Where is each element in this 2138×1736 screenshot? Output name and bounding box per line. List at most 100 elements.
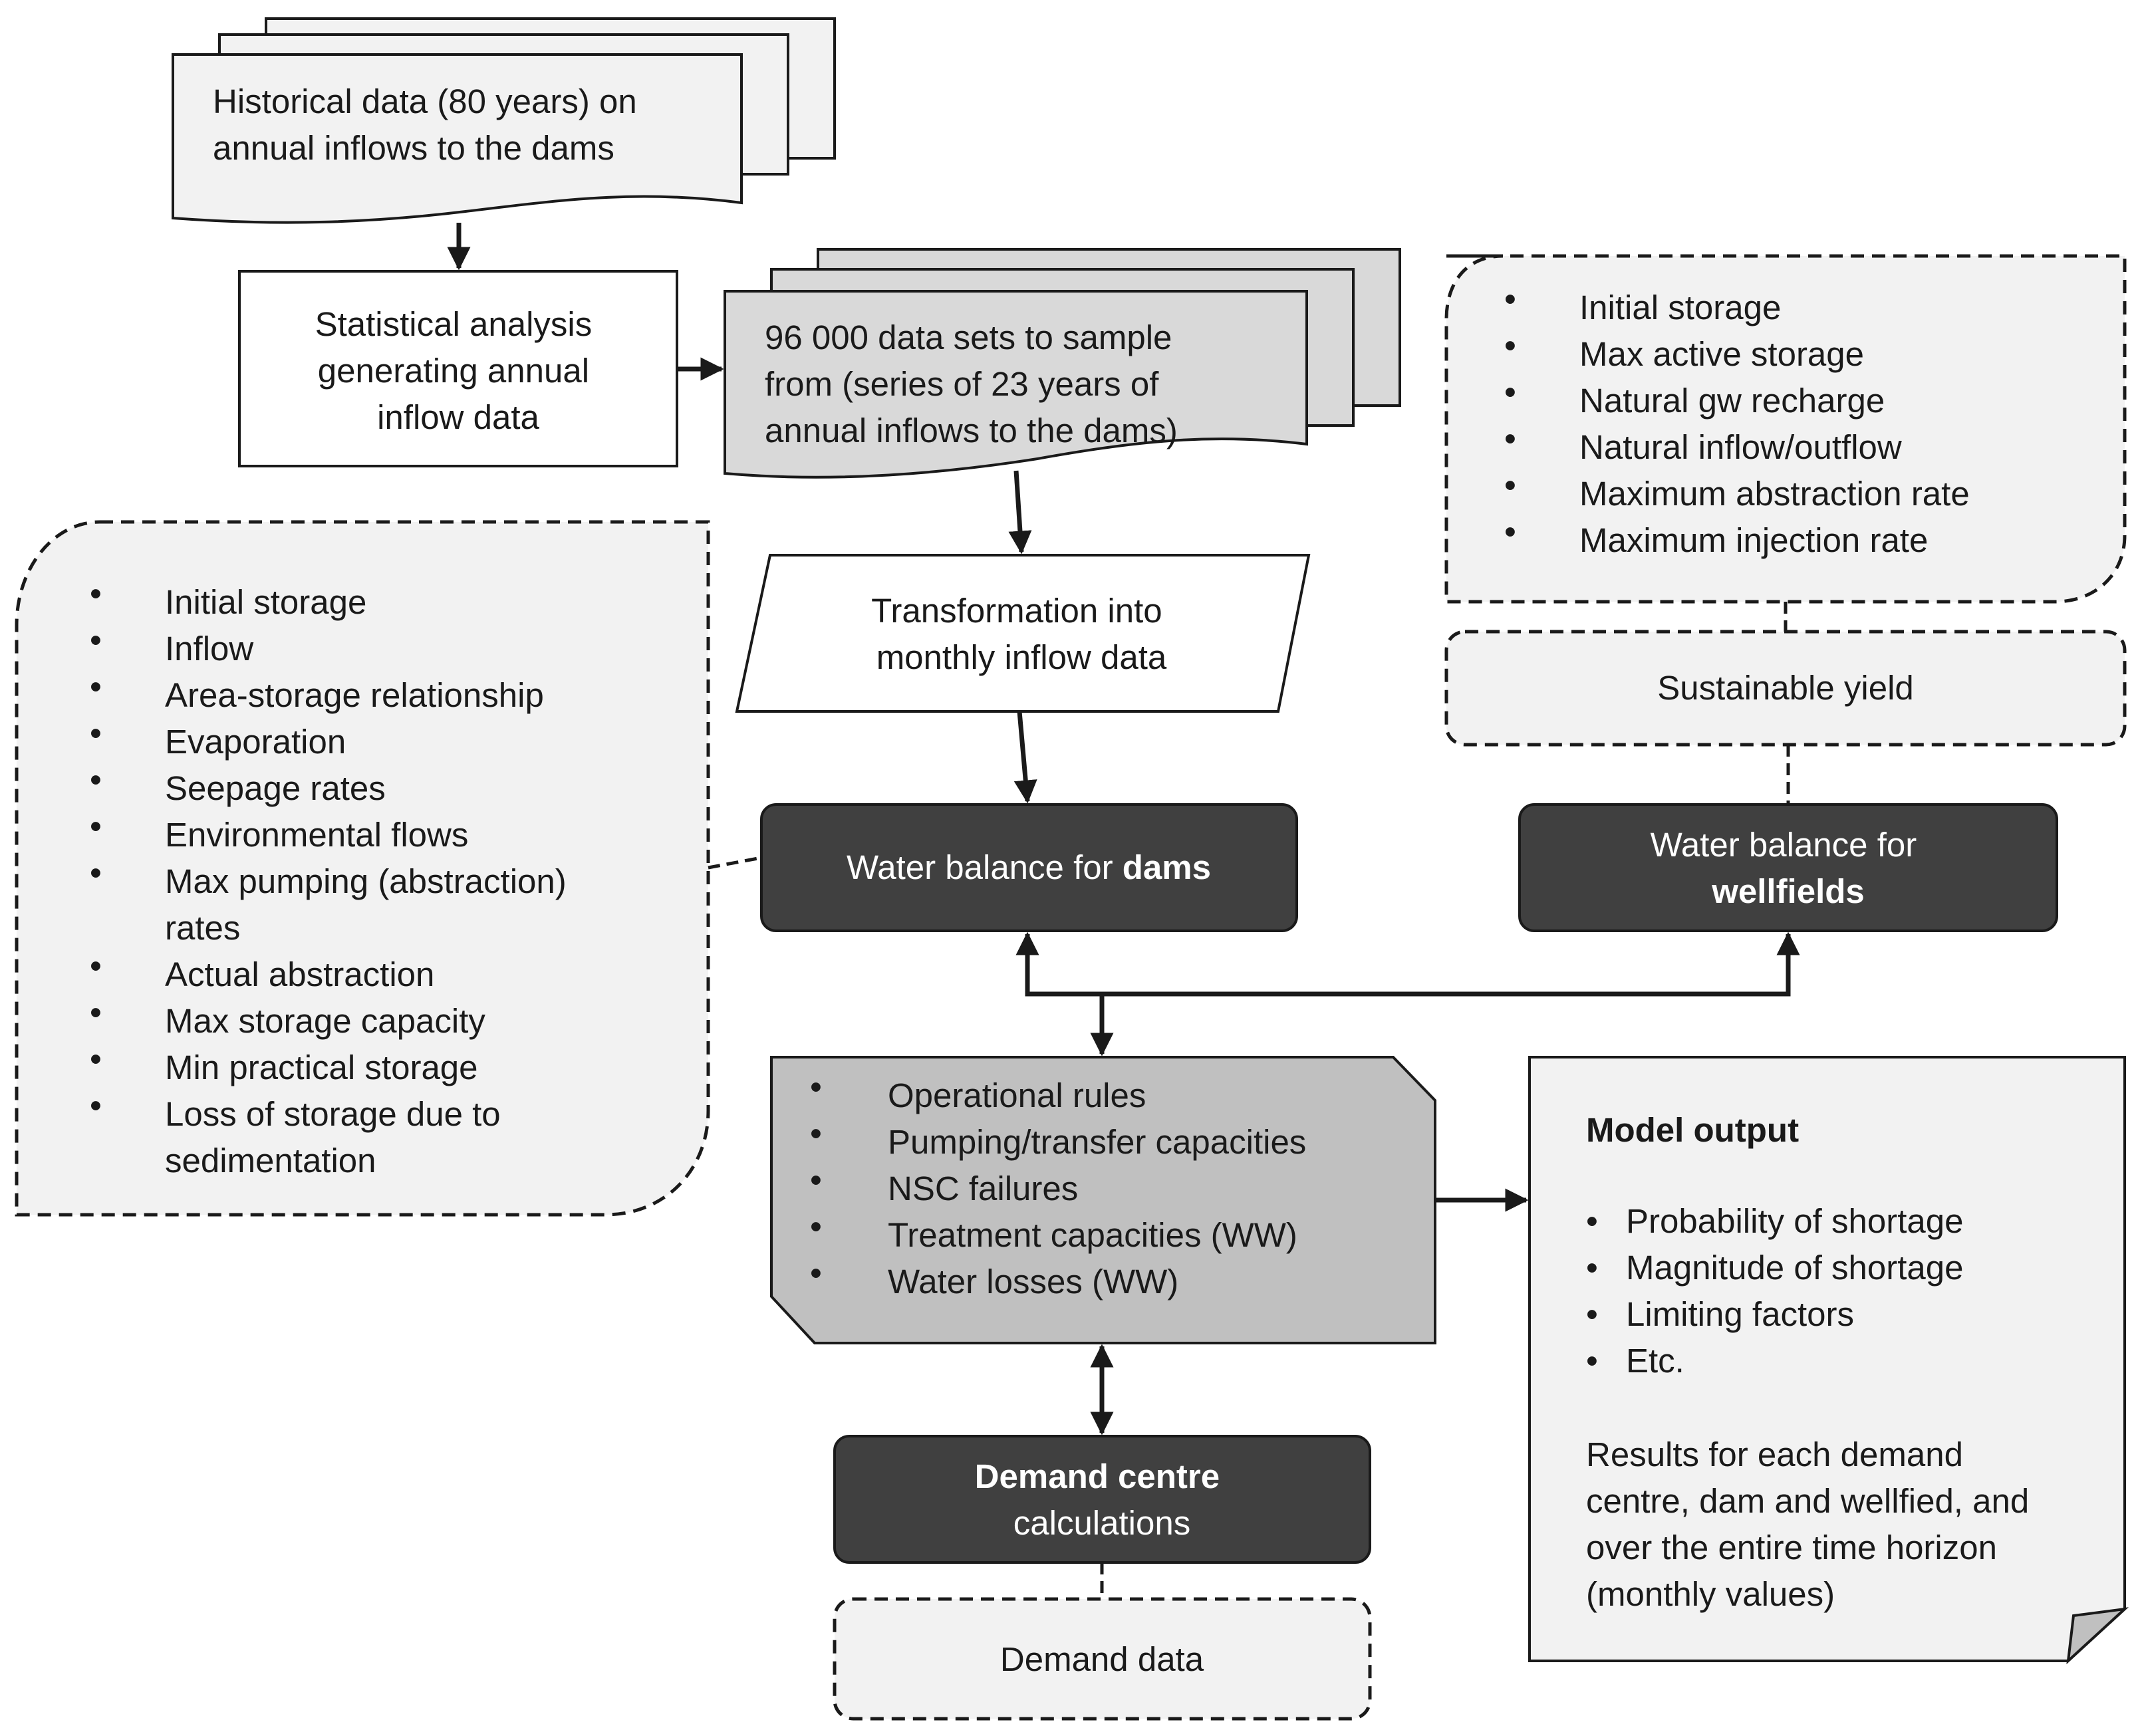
dam-param-inflow: Inflow <box>165 630 253 668</box>
statistical-analysis-line-2: generating annual <box>318 352 589 390</box>
model-output-results: Results for each demand centre, dam and … <box>1586 1435 2038 1613</box>
bullet: • <box>1504 466 1516 504</box>
bullet: • <box>90 947 102 985</box>
bullet: • <box>90 668 102 705</box>
historical-data-line-1: Historical data (80 years) on <box>213 82 637 120</box>
bullet: • <box>90 993 102 1031</box>
transformation-line-1: Transformation into <box>871 592 1162 630</box>
dam-parameters-box: • Initial storage • Inflow • Area-storag… <box>15 520 710 1217</box>
output-limiting-factors: Limiting factors <box>1626 1295 1854 1333</box>
document-front-sheet <box>724 290 1308 479</box>
dam-param-environmental-flows: Environmental flows <box>165 816 468 854</box>
data-sets-line-1: 96 000 data sets to sample <box>765 318 1172 356</box>
bullet: • <box>90 714 102 752</box>
bullet: • <box>810 1114 822 1152</box>
bullet: • <box>810 1161 822 1199</box>
data-sets-document: 96 000 data sets to sample from (series … <box>724 248 1401 479</box>
results-line-2: centre, dam and wellfied, and <box>1586 1482 2029 1520</box>
bullet: • <box>90 621 102 659</box>
operations-treatment: Treatment capacities (WW) <box>888 1216 1297 1254</box>
dam-param-max-storage: Max storage capacity <box>165 1002 485 1040</box>
arrow-transformation-to-dams <box>1013 711 1037 804</box>
bullet: • <box>1586 1202 1598 1240</box>
dam-param-loss-of-storage: Loss of storage due to <box>165 1095 501 1133</box>
dams-balance-box: Water balance for dams <box>760 803 1298 932</box>
dams-balance-prefix: Water balance for <box>847 848 1123 886</box>
operations-rules: Operational rules <box>888 1076 1146 1114</box>
bullet: • <box>90 1086 102 1124</box>
model-output-box: Model output • Probability of shortage •… <box>1528 1056 2129 1665</box>
demand-centre-label: Demand centre calculations <box>975 1457 1230 1542</box>
dam-parameters-list: • Initial storage • Inflow • Area-storag… <box>90 574 567 1179</box>
data-sets-line-2: from (series of 23 years of <box>765 365 1159 403</box>
wellfield-param-gw-recharge: Natural gw recharge <box>1579 382 1885 420</box>
folded-corner <box>2066 1607 2129 1665</box>
dams-balance-label: Water balance for dams <box>847 848 1211 886</box>
bullet: • <box>810 1068 822 1106</box>
arrow-datasets-to-transformation <box>1008 470 1032 555</box>
operations-list: • Operational rules • Pumping/transfer c… <box>810 1068 1306 1301</box>
dam-param-max-pumping-cont: rates <box>165 909 240 947</box>
connector-balance-bus <box>1015 931 1800 997</box>
wellfields-balance-box: Water balance for wellfields <box>1518 803 2058 932</box>
bullet: • <box>810 1207 822 1245</box>
operations-nsc-failures: NSC failures <box>888 1170 1078 1207</box>
historical-data-document: Historical data (80 years) on annual inf… <box>172 17 836 224</box>
sustainable-yield-box: Sustainable yield <box>1444 630 2127 747</box>
bullet: • <box>90 807 102 845</box>
results-line-1: Results for each demand <box>1586 1435 1963 1473</box>
dam-param-min-storage: Min practical storage <box>165 1049 478 1086</box>
bullet: • <box>1504 280 1516 318</box>
bullet: • <box>90 1040 102 1078</box>
dashed-connectors <box>708 602 1790 1599</box>
data-sets-text: 96 000 data sets to sample from (series … <box>765 318 1182 449</box>
statistical-analysis-line-3: inflow data <box>377 398 539 436</box>
statistical-analysis-box: Statistical analysis generating annual i… <box>238 270 678 467</box>
bullet: • <box>90 761 102 799</box>
output-probability: Probability of shortage <box>1626 1202 1963 1240</box>
bullet: • <box>1504 373 1516 411</box>
wellfields-balance-line-1: Water balance for <box>1651 826 1917 864</box>
dam-param-seepage: Seepage rates <box>165 769 386 807</box>
sustainable-yield-label: Sustainable yield <box>1657 669 1914 707</box>
demand-data-label: Demand data <box>1000 1640 1204 1678</box>
transformation-text: Transformation into monthly inflow data <box>871 592 1172 676</box>
wellfield-param-max-abstraction: Maximum abstraction rate <box>1579 475 1970 513</box>
demand-centre-bold: Demand centre <box>975 1457 1220 1495</box>
bullet: • <box>1504 326 1516 364</box>
dashed-dam-params-to-dams <box>708 856 762 870</box>
bullet: • <box>1504 420 1516 457</box>
demand-data-box: Demand data <box>833 1597 1372 1721</box>
wellfield-param-initial-storage: Initial storage <box>1579 289 1781 326</box>
historical-data-line-2: annual inflows to the dams <box>213 129 614 167</box>
output-magnitude: Magnitude of shortage <box>1626 1249 1964 1287</box>
bullet: • <box>1586 1295 1598 1333</box>
statistical-analysis-text: Statistical analysis generating annual i… <box>315 305 602 436</box>
output-etc: Etc. <box>1626 1342 1684 1380</box>
transformation-box: Transformation into monthly inflow data <box>735 554 1311 713</box>
operations-box: • Operational rules • Pumping/transfer c… <box>770 1056 1436 1344</box>
wellfield-param-max-injection: Maximum injection rate <box>1579 521 1928 559</box>
bullet: • <box>90 574 102 612</box>
results-line-3: over the entire time horizon <box>1586 1529 1997 1566</box>
bullet: • <box>1586 1342 1598 1380</box>
demand-centre-line-2: calculations <box>1013 1504 1190 1542</box>
dam-param-actual-abstraction: Actual abstraction <box>165 955 434 993</box>
transformation-line-2: monthly inflow data <box>876 638 1167 676</box>
wellfield-param-max-active-storage: Max active storage <box>1579 335 1864 373</box>
historical-data-text: Historical data (80 years) on annual inf… <box>213 82 646 167</box>
data-sets-line-3: annual inflows to the dams) <box>765 412 1178 449</box>
bullet: • <box>90 854 102 892</box>
demand-centre-box: Demand centre calculations <box>833 1435 1371 1564</box>
dams-balance-bold: dams <box>1123 848 1211 886</box>
results-line-4: (monthly values) <box>1586 1575 1835 1613</box>
bullet: • <box>1586 1249 1598 1287</box>
connectors <box>447 223 1800 1435</box>
wellfield-param-inflow-outflow: Natural inflow/outflow <box>1579 428 1902 466</box>
dam-param-area-storage: Area-storage relationship <box>165 676 544 714</box>
wellfields-balance-bold: wellfields <box>1711 872 1865 910</box>
dam-param-evaporation: Evaporation <box>165 723 346 761</box>
bullet: • <box>1504 513 1516 551</box>
dam-param-initial-storage: Initial storage <box>165 583 366 621</box>
